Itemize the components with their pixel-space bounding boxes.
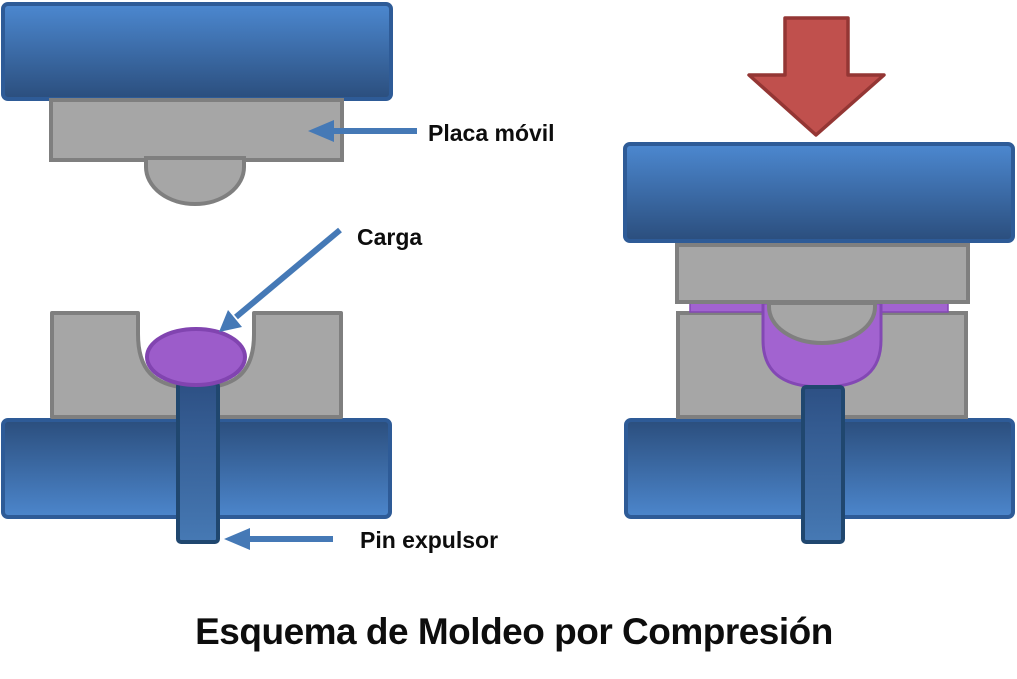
right-movable-plate: [675, 243, 970, 304]
callouts: [219, 120, 417, 550]
left-top-platen: [1, 2, 393, 101]
right-stage-compressed: [623, 16, 1015, 544]
callout-arrowhead-placa-movil: [308, 120, 334, 142]
charge-ellipse: [145, 327, 247, 387]
label-pin-expulsor: Pin expulsor: [360, 527, 498, 553]
right-ejector-pin: [801, 385, 845, 544]
callout-arrowhead-carga: [219, 310, 242, 332]
label-carga: Carga: [357, 224, 422, 250]
press-force-arrow-icon: [747, 16, 886, 137]
left-punch: [144, 156, 246, 206]
callout-line-carga: [234, 227, 342, 320]
right-top-platen: [623, 142, 1015, 243]
left-movable-plate: [49, 98, 344, 162]
right-punch: [767, 301, 877, 345]
left-stage-open-mold: [1, 2, 393, 544]
diagram-title: Esquema de Moldeo por Compresión: [195, 611, 833, 652]
label-placa-movil: Placa móvil: [428, 120, 555, 146]
left-ejector-pin: [176, 381, 220, 544]
callout-arrowhead-pin-expulsor: [224, 528, 250, 550]
